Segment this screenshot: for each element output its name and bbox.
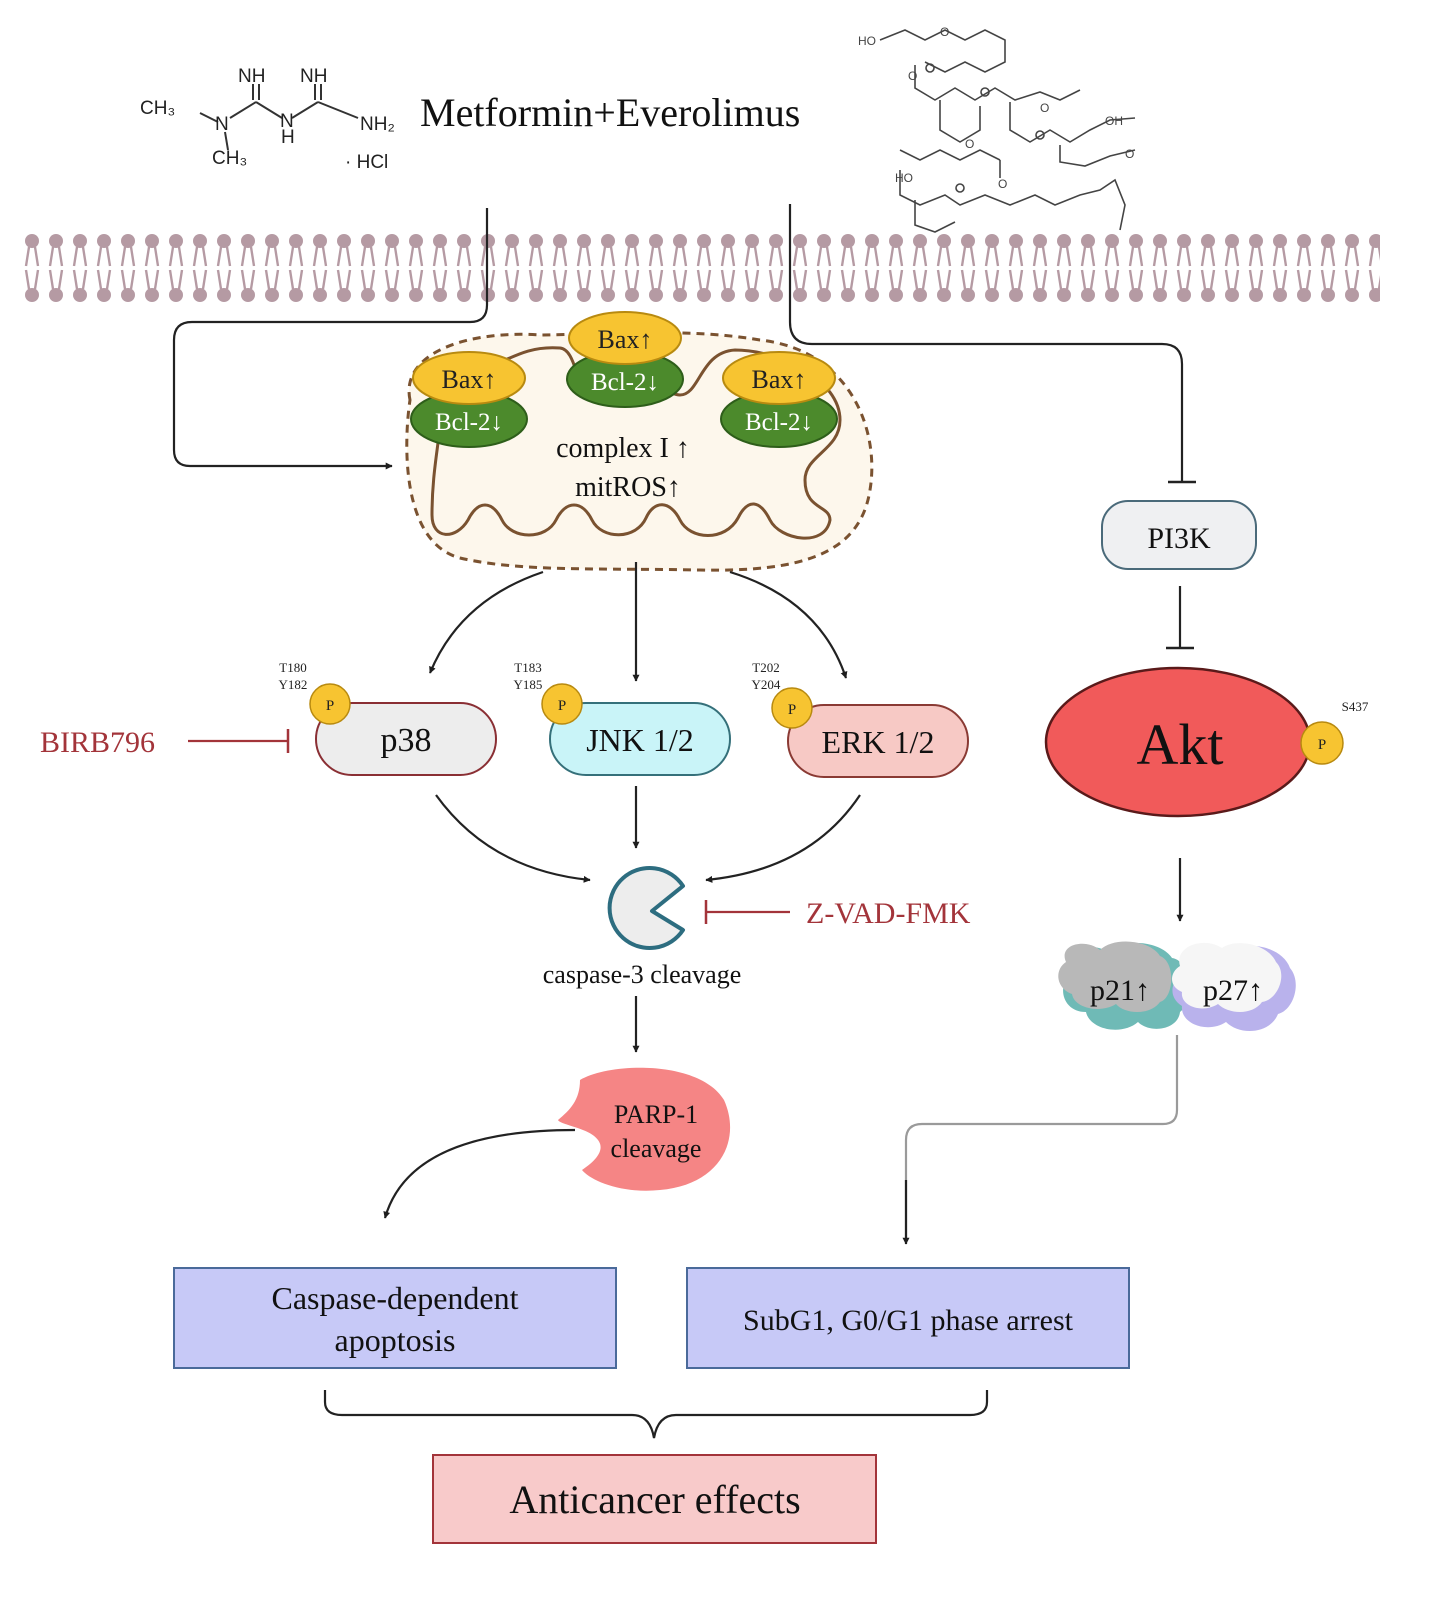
erk-label: ERK 1/2 bbox=[822, 724, 935, 760]
metformin-entry-arrow bbox=[172, 208, 489, 470]
jnk-node: JNK 1/2 P T183 Y185 bbox=[514, 660, 731, 776]
p27-label: p27↑ bbox=[1203, 974, 1263, 1007]
akt-phospho-label: P bbox=[1318, 737, 1326, 753]
everolimus-entry-line bbox=[788, 204, 1184, 482]
erk-phospho-label: P bbox=[788, 702, 796, 718]
svg-text:O: O bbox=[965, 137, 974, 151]
bax-bcl2-left: Bax↑ Bcl-2↓ bbox=[410, 351, 528, 448]
parp-1-icon bbox=[558, 1067, 731, 1191]
svg-text:HO: HO bbox=[895, 171, 913, 185]
svg-text:HO: HO bbox=[858, 34, 876, 48]
metformin-structure bbox=[199, 84, 359, 151]
svg-text:O: O bbox=[940, 25, 949, 39]
outcome-brace bbox=[323, 1390, 989, 1439]
final-effects-box: Anticancer effects bbox=[432, 1454, 877, 1544]
parp-label-2: cleavage bbox=[611, 1134, 702, 1163]
bax-bcl2-right: Bax↑ Bcl-2↓ bbox=[720, 351, 838, 448]
p38-site-y182: Y182 bbox=[279, 677, 308, 692]
cdki-to-arrest-line-grey bbox=[904, 1035, 1179, 1242]
bcl2-label-left: Bcl-2↓ bbox=[435, 409, 503, 436]
apoptosis-box: Caspase-dependent apoptosis bbox=[173, 1267, 617, 1369]
parp-label-1: PARP-1 bbox=[614, 1100, 698, 1129]
metformin-atom-labels: NH NH CH₃ N CH₃ H N NH₂ · HCl bbox=[140, 66, 395, 173]
akt-label: Akt bbox=[1137, 712, 1224, 777]
mitros-label: mitROS↑ bbox=[575, 472, 681, 503]
arrow-p38-to-caspase bbox=[435, 794, 591, 883]
p38-node: p38 P T180 Y182 bbox=[279, 660, 497, 776]
bax-label-top: Bax↑ bbox=[598, 325, 653, 354]
metformin-label-n2: N bbox=[280, 111, 294, 132]
jnk-site-t183: T183 bbox=[514, 660, 541, 675]
arrest-label: SubG1, G0/G1 phase arrest bbox=[743, 1304, 1074, 1337]
final-effects-label: Anticancer effects bbox=[509, 1477, 800, 1522]
p21-node: p21↑ bbox=[1058, 941, 1190, 1030]
birb796-label: BIRB796 bbox=[40, 726, 155, 759]
complex-i-label: complex I ↑ bbox=[556, 433, 690, 464]
akt-site-s437: S437 bbox=[1342, 699, 1369, 714]
erk-site-t202: T202 bbox=[752, 660, 779, 675]
everolimus-structure bbox=[879, 29, 1136, 233]
svg-text:O: O bbox=[1125, 147, 1134, 161]
metformin-label-nh-1: NH bbox=[238, 66, 265, 87]
bax-label-right: Bax↑ bbox=[752, 365, 807, 394]
everolimus-atoms: HO O O O O OH O HO O bbox=[858, 25, 1134, 191]
erk-node: ERK 1/2 P T202 Y204 bbox=[752, 660, 969, 778]
metformin-label-ch3-1: CH₃ bbox=[140, 98, 175, 119]
p38-label: p38 bbox=[381, 722, 432, 759]
svg-text:OH: OH bbox=[1105, 114, 1123, 128]
bax-bcl2-top: Bax↑ Bcl-2↓ bbox=[566, 311, 684, 408]
arrest-box: SubG1, G0/G1 phase arrest bbox=[686, 1267, 1130, 1369]
apoptosis-label-1: Caspase-dependent bbox=[271, 1280, 518, 1316]
p27-node: p27↑ bbox=[1172, 942, 1296, 1032]
svg-text:O: O bbox=[908, 69, 917, 83]
bcl2-label-top: Bcl-2↓ bbox=[591, 369, 659, 396]
zvad-label: Z-VAD-FMK bbox=[806, 897, 971, 930]
bcl2-label-right: Bcl-2↓ bbox=[745, 409, 813, 436]
jnk-label: JNK 1/2 bbox=[586, 722, 694, 758]
diagram-title: Metformin+Everolimus bbox=[420, 90, 800, 135]
jnk-site-y185: Y185 bbox=[514, 677, 543, 692]
p38-phospho-label: P bbox=[326, 698, 334, 714]
p21-label: p21↑ bbox=[1090, 974, 1150, 1007]
pi3k-label: PI3K bbox=[1147, 522, 1211, 555]
metformin-label-h: H bbox=[281, 127, 295, 148]
akt-node: Akt P S437 bbox=[1044, 666, 1369, 818]
metformin-label-ch3-2: CH₃ bbox=[212, 148, 247, 169]
caspase-3-label: caspase-3 cleavage bbox=[543, 960, 741, 989]
metformin-label-nh-2: NH bbox=[300, 66, 327, 87]
arrow-to-erk bbox=[729, 570, 848, 679]
metformin-label-n: N bbox=[215, 114, 229, 135]
svg-text:O: O bbox=[1040, 101, 1049, 115]
erk-site-y204: Y204 bbox=[752, 677, 781, 692]
pi3k-node: PI3K bbox=[1101, 500, 1257, 570]
metformin-label-nh2: NH₂ bbox=[360, 114, 395, 135]
svg-text:O: O bbox=[998, 177, 1007, 191]
metformin-label-hcl: · HCl bbox=[345, 152, 388, 173]
arrow-erk-to-caspase bbox=[705, 794, 861, 883]
cell-membrane bbox=[20, 234, 1380, 302]
arrow-to-p38 bbox=[428, 570, 544, 674]
jnk-phospho-label: P bbox=[558, 698, 566, 714]
p38-site-t180: T180 bbox=[279, 660, 306, 675]
caspase-3-icon bbox=[607, 866, 685, 950]
apoptosis-label-2: apoptosis bbox=[335, 1322, 456, 1358]
bax-label-left: Bax↑ bbox=[442, 365, 497, 394]
arrow-parp-to-apoptosis bbox=[383, 1128, 576, 1219]
